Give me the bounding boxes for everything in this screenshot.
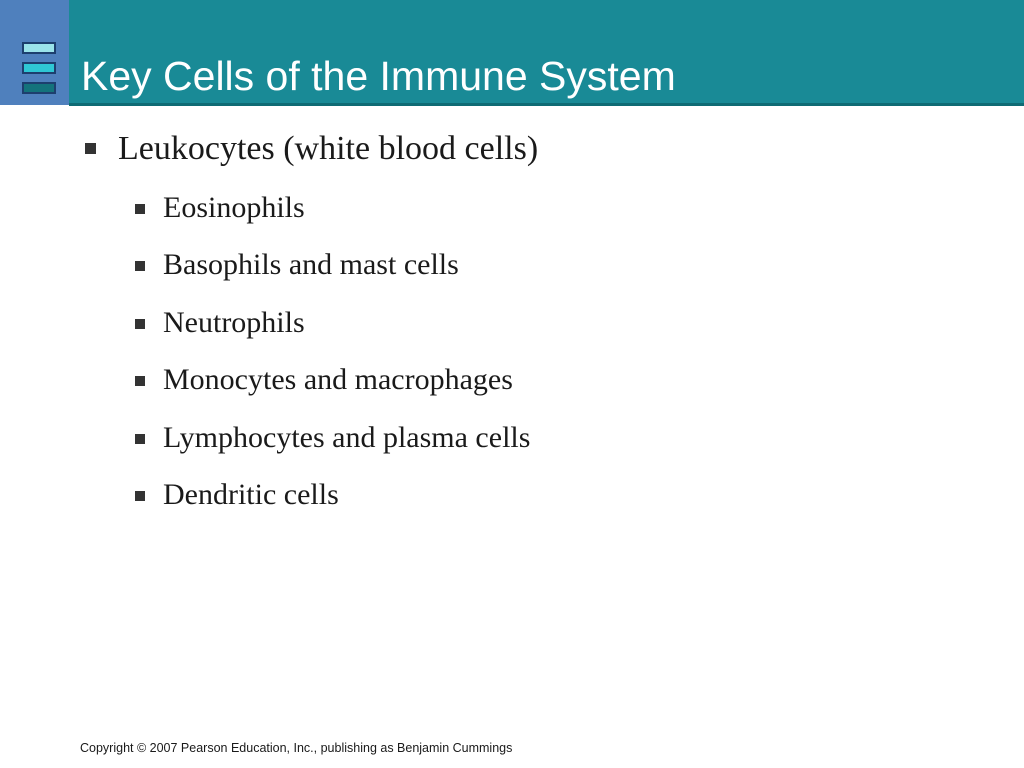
bullet-text: Basophils and mast cells	[163, 248, 459, 281]
bullet-monocytes: Monocytes and macrophages	[135, 362, 513, 398]
square-bullet-icon	[135, 319, 145, 329]
bullet-leukocytes: Leukocytes (white blood cells)	[85, 129, 539, 169]
logo-stripe-bottom	[22, 82, 56, 94]
bullet-lymphocytes: Lymphocytes and plasma cells	[135, 420, 531, 456]
square-bullet-icon	[85, 143, 96, 154]
bullet-text: Lymphocytes and plasma cells	[163, 421, 531, 454]
slide-header: Key Cells of the Immune System	[0, 0, 1024, 106]
bullet-text: Dendritic cells	[163, 478, 339, 511]
bullet-basophils: Basophils and mast cells	[135, 247, 459, 283]
square-bullet-icon	[135, 491, 145, 501]
bullet-text: Leukocytes (white blood cells)	[118, 130, 539, 167]
header-title-band	[69, 0, 1024, 103]
bullet-eosinophils: Eosinophils	[135, 190, 305, 226]
square-bullet-icon	[135, 434, 145, 444]
bullet-text: Eosinophils	[163, 191, 305, 224]
bullet-text: Monocytes and macrophages	[163, 363, 513, 396]
logo-stripe-middle	[22, 62, 56, 74]
header-divider	[69, 103, 1024, 106]
copyright-footer: Copyright © 2007 Pearson Education, Inc.…	[80, 741, 513, 755]
stacked-stripes-icon	[22, 42, 56, 94]
square-bullet-icon	[135, 204, 145, 214]
page-title: Key Cells of the Immune System	[81, 53, 676, 99]
square-bullet-icon	[135, 261, 145, 271]
bullet-dendritic: Dendritic cells	[135, 477, 339, 513]
square-bullet-icon	[135, 376, 145, 386]
bullet-text: Neutrophils	[163, 306, 305, 339]
bullet-neutrophils: Neutrophils	[135, 305, 305, 341]
logo-stripe-top	[22, 42, 56, 54]
